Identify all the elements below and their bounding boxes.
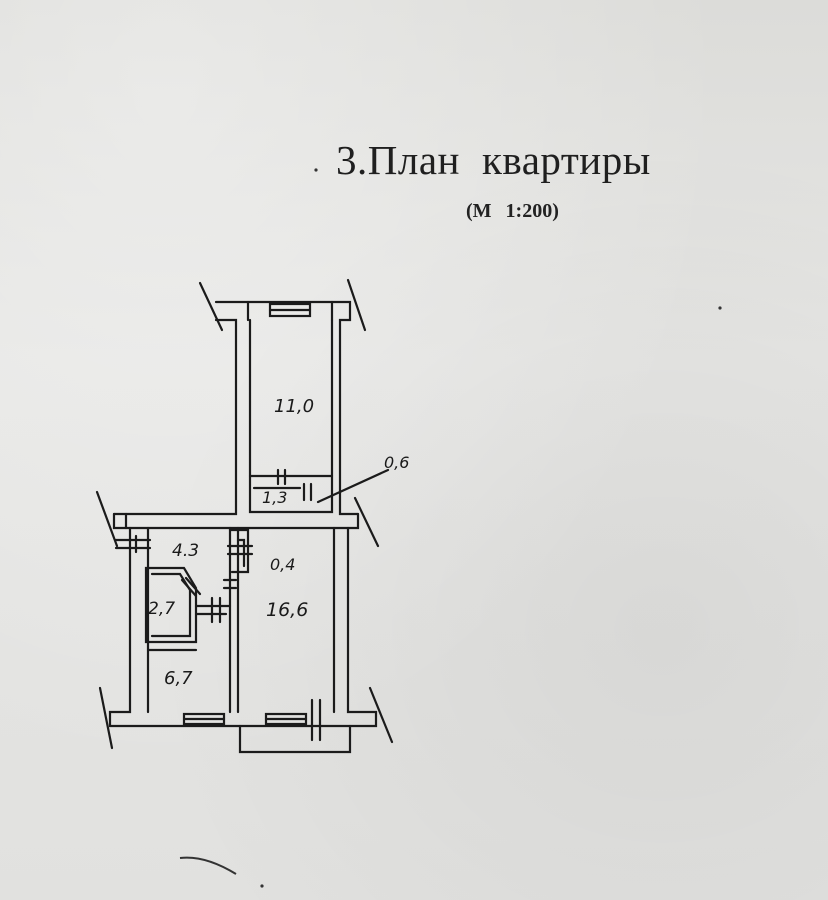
wall [112, 512, 360, 530]
wall-lines [95, 278, 394, 754]
break-line [98, 686, 114, 750]
door [180, 576, 202, 598]
door [276, 468, 287, 486]
outer-wall [214, 300, 360, 516]
page-title: 3.План квартиры [336, 136, 651, 184]
scale-label: (М 1:200) [466, 200, 559, 223]
balcony [238, 724, 352, 754]
scale-prefix: (М [466, 200, 492, 222]
break-line [95, 490, 119, 548]
title-word-apartment: квартиры [481, 137, 651, 183]
entrance-door [114, 538, 152, 550]
door [210, 596, 222, 624]
wall-inner [246, 300, 334, 322]
title-word-plan: План [367, 137, 460, 183]
break-line [346, 278, 367, 332]
ink-speck [718, 306, 722, 310]
ink-speck [314, 168, 318, 172]
door [302, 482, 313, 502]
partition [228, 526, 240, 714]
area-label-room-top: 11,0 [274, 396, 314, 417]
area-label-closet: 0,6 [384, 453, 409, 472]
area-label-kitchen: 6,7 [164, 668, 193, 689]
section-number: 3. [336, 137, 368, 183]
scale-value: 1:200) [505, 200, 559, 222]
outer-wall [112, 318, 238, 516]
door [222, 578, 238, 590]
leader-line [316, 468, 390, 504]
ink-mark [179, 856, 237, 875]
wc-outline [228, 528, 250, 574]
balcony-door [310, 698, 322, 742]
break-line [353, 496, 380, 548]
wc-outline [236, 538, 246, 568]
area-label-living: 16,6 [266, 599, 308, 621]
room-outline [248, 318, 334, 514]
break-line [368, 686, 394, 744]
area-label-wc: 0,4 [270, 555, 295, 574]
area-label-pantry: 1,3 [262, 488, 287, 507]
door [226, 544, 254, 556]
area-label-hall: 4.3 [172, 541, 199, 561]
break-line [198, 281, 224, 332]
ink-speck [260, 884, 264, 888]
outer-wall [108, 526, 378, 728]
area-label-bathroom: 2,7 [148, 599, 175, 619]
